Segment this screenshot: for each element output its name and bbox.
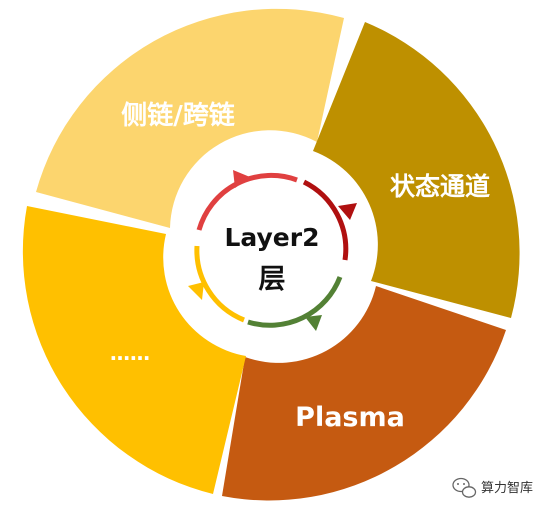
center-subtitle: 层 xyxy=(259,264,286,295)
segment-plasma xyxy=(222,286,506,501)
ring-arrow-darkred xyxy=(338,203,357,220)
segment-state-channel xyxy=(313,22,520,318)
ring-arrow-green xyxy=(305,315,322,331)
ring-arrow-yellow xyxy=(188,282,204,300)
watermark: 算力智库 xyxy=(452,477,533,498)
ring-arc-green xyxy=(247,276,343,328)
segment-other xyxy=(22,206,247,494)
ring-arc-yellow xyxy=(194,245,245,323)
center-title: Layer2 xyxy=(224,223,319,252)
segment-sidechain xyxy=(36,8,344,228)
label-plasma: Plasma xyxy=(295,402,405,433)
label-other: …… xyxy=(110,341,150,365)
label-sidechain: 侧链/跨链 xyxy=(121,100,235,131)
ring-arrow-red xyxy=(233,170,250,188)
label-state-channel: 状态通道 xyxy=(390,172,490,201)
wechat-icon xyxy=(452,477,477,498)
center-disc xyxy=(175,154,367,346)
ring-arc-darkred xyxy=(302,179,349,261)
watermark-text: 算力智库 xyxy=(481,480,533,496)
